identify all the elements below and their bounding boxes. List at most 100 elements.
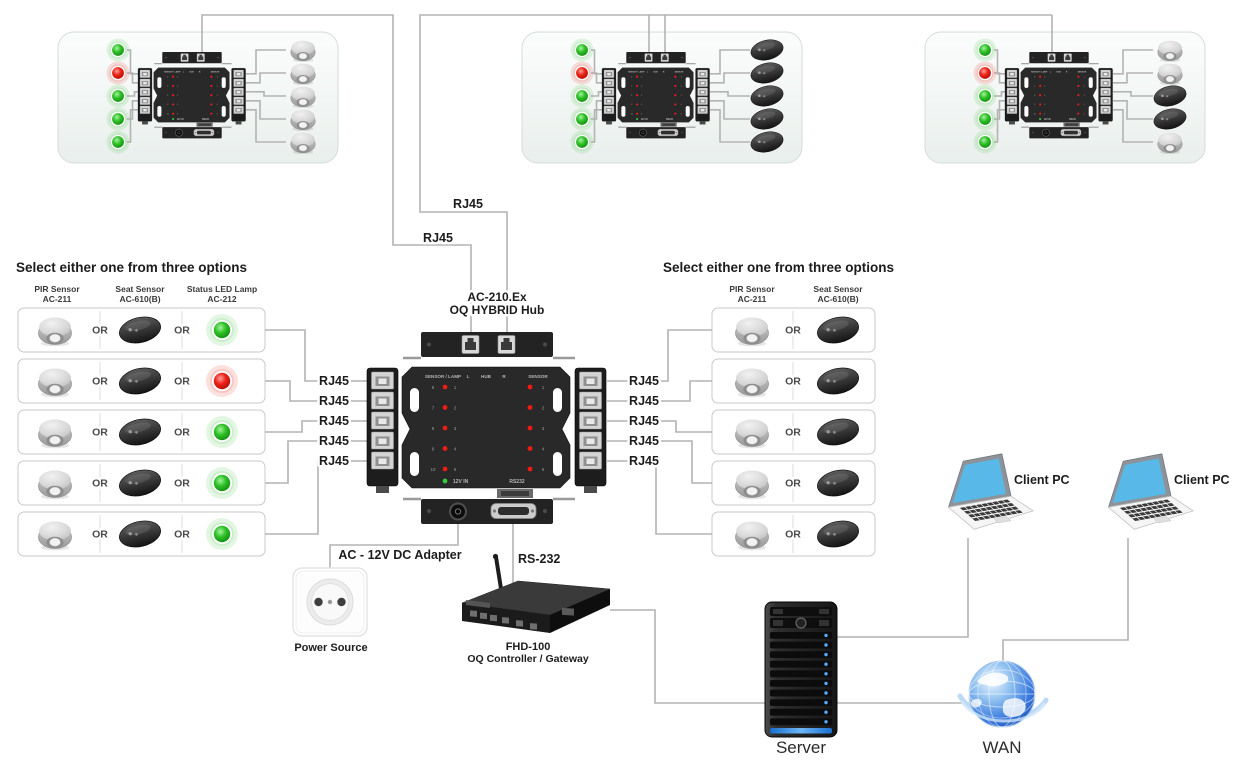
group-led-green	[570, 107, 594, 131]
rj45-label: RJ45	[319, 394, 349, 408]
client-pc-2	[1108, 453, 1194, 530]
left-status-lamp	[206, 467, 238, 499]
left-pir-sensor	[38, 419, 72, 449]
left-column-model: AC-212	[207, 294, 237, 304]
group-sensor-dome	[1157, 63, 1183, 86]
server	[764, 601, 838, 738]
group-sensor-dome	[1157, 132, 1183, 155]
connection-line	[246, 49, 286, 75]
connection-line	[265, 329, 367, 382]
group-led-green	[973, 84, 997, 108]
left-status-lamp	[206, 314, 238, 346]
rj45-label: RJ45	[319, 414, 349, 428]
left-column-title: Seat Sensor	[115, 284, 165, 294]
rj45-label: RJ45	[319, 454, 349, 468]
left-panel-heading: Select either one from three options	[16, 260, 247, 275]
left-pir-sensor	[38, 521, 72, 551]
or-label: OR	[92, 427, 108, 439]
or-label: OR	[92, 376, 108, 388]
rs232-label: RS-232	[518, 552, 560, 566]
group-sensor-dome	[290, 86, 316, 109]
connection-line	[710, 100, 750, 120]
connection-line	[127, 72, 138, 84]
connection-line	[607, 440, 712, 484]
or-label: OR	[785, 478, 801, 490]
or-label: OR	[785, 529, 801, 541]
or-label: OR	[785, 325, 801, 337]
left-column-model: AC-211	[43, 294, 72, 304]
connection-line	[591, 72, 602, 84]
group-sensor-dome	[290, 132, 316, 155]
left-status-lamp	[206, 416, 238, 448]
connection-line	[419, 14, 1052, 334]
or-label: OR	[174, 529, 190, 541]
connection-line	[607, 329, 712, 382]
connection-line	[201, 14, 472, 334]
group-sensor-dome	[290, 63, 316, 86]
client-pc-1	[948, 453, 1034, 530]
left-column-title: PIR Sensor	[34, 284, 80, 294]
group-sensor-dome	[1157, 40, 1183, 63]
right-pir-sensor	[735, 368, 769, 398]
connection-line	[246, 91, 286, 97]
client-pc-label: Client PC	[1014, 473, 1070, 487]
or-label: OR	[92, 529, 108, 541]
connection-line	[710, 91, 750, 97]
or-label: OR	[174, 376, 190, 388]
right-pir-sensor	[735, 521, 769, 551]
connection-line	[837, 538, 969, 638]
rj45-label: RJ45	[629, 434, 659, 448]
or-label: OR	[785, 376, 801, 388]
group-sensor-dome	[290, 40, 316, 63]
connection-line	[610, 609, 765, 704]
hub-model-label: AC-210.Ex	[467, 290, 527, 304]
group-led-red	[106, 61, 130, 85]
right-pir-sensor	[735, 317, 769, 347]
group-sensor-dome	[290, 109, 316, 132]
connection-line	[1113, 49, 1153, 75]
left-status-lamp	[206, 518, 238, 550]
group-led-green	[106, 130, 130, 154]
connection-line	[1113, 72, 1153, 84]
or-label: OR	[174, 427, 190, 439]
connection-line	[127, 91, 138, 97]
left-status-lamp	[206, 365, 238, 397]
hub-name-label: OQ HYBRID Hub	[450, 303, 545, 317]
connection-line	[246, 100, 286, 120]
group-led-green	[106, 38, 130, 62]
connection-line	[607, 380, 712, 402]
group-led-green	[106, 107, 130, 131]
right-column-title: Seat Sensor	[813, 284, 863, 294]
server-label: Server	[776, 738, 826, 757]
connection-line	[265, 460, 367, 535]
connection-line	[994, 91, 1005, 97]
connection-line	[607, 460, 712, 535]
power-source-label: Power Source	[294, 642, 367, 654]
connection-line	[1002, 538, 1129, 661]
left-column-model: AC-610(B)	[119, 294, 160, 304]
controller-name-label: OQ Controller / Gateway	[467, 653, 589, 665]
group-led-green	[570, 130, 594, 154]
or-label: OR	[174, 325, 190, 337]
connection-line	[607, 420, 712, 433]
right-column-model: AC-211	[738, 294, 767, 304]
left-pir-sensor	[38, 470, 72, 500]
adapter-label: AC - 12V DC Adapter	[338, 548, 461, 562]
rj45-label: RJ45	[629, 414, 659, 428]
or-label: OR	[785, 427, 801, 439]
rj45-label: RJ45	[423, 231, 453, 245]
right-pir-sensor	[735, 419, 769, 449]
connection-line	[710, 49, 750, 75]
connection-line	[329, 523, 459, 568]
connection-line	[265, 420, 367, 433]
rj45-label: RJ45	[629, 394, 659, 408]
right-column-title: PIR Sensor	[729, 284, 775, 294]
group-led-green	[973, 107, 997, 131]
or-label: OR	[174, 478, 190, 490]
group-led-green	[973, 38, 997, 62]
connection-line	[994, 72, 1005, 84]
rj45-label: RJ45	[319, 374, 349, 388]
main-hub	[365, 330, 608, 526]
group-led-green	[570, 38, 594, 62]
